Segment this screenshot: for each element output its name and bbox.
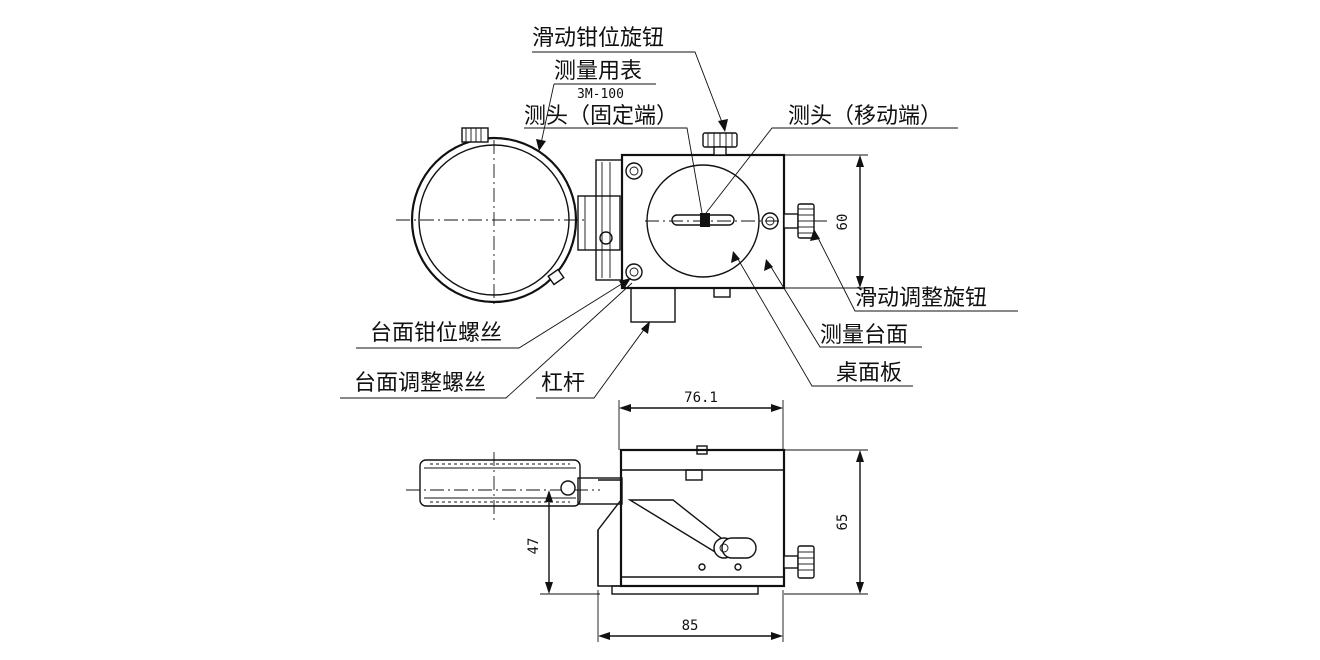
label-table-clamp-screw: 台面钳位螺丝 bbox=[370, 321, 502, 346]
side-slide-plate bbox=[595, 159, 623, 281]
holder-screw bbox=[599, 231, 613, 245]
label-probe-fixed: 测头（固定端） bbox=[524, 104, 678, 129]
front-top-block bbox=[685, 469, 703, 481]
gauge-stem-side bbox=[577, 477, 623, 505]
gauge-holder bbox=[577, 195, 621, 251]
corner-screw-top-left bbox=[625, 162, 643, 180]
labels: 滑动钳位旋钮 测量用表 3M-100 测头（固定端） 测头（移动端） 滑动调整旋… bbox=[340, 26, 1018, 399]
label-gauge-model: 3M-100 bbox=[577, 87, 624, 102]
label-table-adjust-screw: 台面调整螺丝 bbox=[354, 371, 486, 396]
probe-tip bbox=[700, 213, 710, 227]
label-slide-clamp-knob: 滑动钳位旋钮 bbox=[532, 26, 664, 51]
front-top-pin bbox=[696, 445, 708, 455]
label-desk-plate: 桌面板 bbox=[836, 361, 902, 386]
front-view: 76.1 bbox=[406, 390, 868, 642]
dim-height-side: 65 bbox=[835, 514, 851, 531]
base-plate bbox=[611, 585, 759, 595]
label-measuring-table: 测量台面 bbox=[820, 323, 908, 348]
gauge-lug bbox=[547, 268, 565, 286]
gauge-side-screw bbox=[560, 480, 576, 496]
dim-height-center: 47 bbox=[526, 538, 542, 555]
lever-block bbox=[630, 287, 676, 323]
gauge-side bbox=[419, 459, 581, 507]
dim-width-base: 85 bbox=[682, 618, 699, 634]
label-slide-adjust-knob: 滑动调整旋钮 bbox=[855, 286, 987, 311]
label-probe-moving: 测头（移动端） bbox=[788, 104, 942, 129]
top-view: 60 bbox=[396, 127, 868, 323]
label-gauge: 测量用表 bbox=[554, 59, 642, 84]
corner-screw-bottom-left bbox=[625, 263, 643, 281]
gauge-top-knob bbox=[461, 127, 489, 143]
slide-clamp-knob-stem bbox=[713, 146, 727, 156]
dim-top-height: 60 bbox=[835, 214, 851, 231]
front-adjust-knob bbox=[797, 545, 815, 579]
bottom-small-screw bbox=[713, 287, 731, 298]
front-knob-stem bbox=[783, 555, 799, 569]
lever-handle bbox=[721, 537, 757, 559]
slide-adjust-knob-stem bbox=[783, 213, 799, 229]
dim-width-upper: 76.1 bbox=[684, 390, 718, 406]
label-lever: 杠杆 bbox=[541, 371, 585, 396]
